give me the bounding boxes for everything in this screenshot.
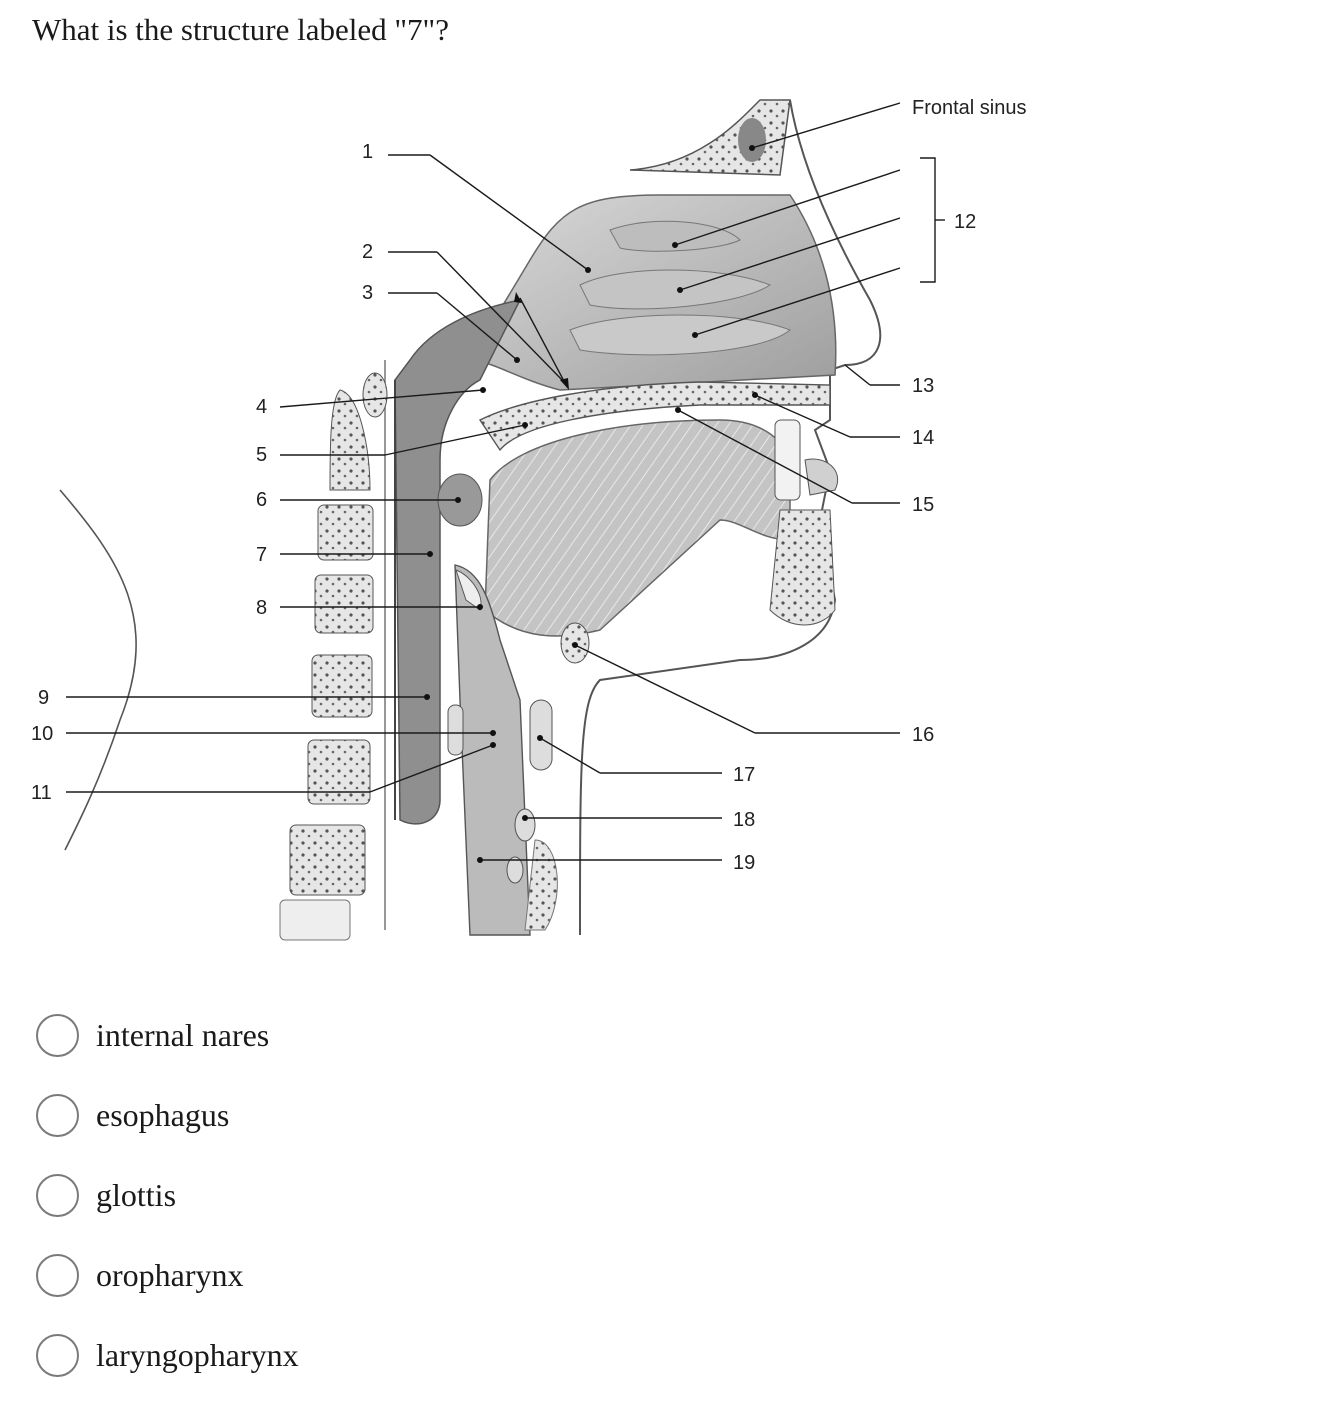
radio-button[interactable]	[36, 1254, 79, 1297]
option-oropharynx[interactable]: oropharynx	[36, 1252, 299, 1299]
option-laryngopharynx[interactable]: laryngopharynx	[36, 1332, 299, 1379]
label-3: 3	[362, 282, 373, 304]
radio-button[interactable]	[36, 1014, 79, 1057]
label-4: 4	[256, 396, 267, 418]
option-label: laryngopharynx	[96, 1337, 299, 1373]
head-outline	[59, 489, 137, 851]
answer-options: internal nares esophagus glottis orophar…	[36, 1012, 299, 1412]
option-glottis[interactable]: glottis	[36, 1172, 299, 1219]
label-11: 11	[31, 782, 52, 804]
lower-lip	[804, 458, 839, 496]
thyroid-cartilage	[529, 699, 553, 771]
label-15: 15	[912, 494, 934, 516]
tongue	[484, 419, 791, 637]
vertebra-c6	[289, 824, 366, 896]
frontal-sinus-cavity	[738, 118, 766, 162]
arytenoid	[447, 704, 464, 756]
inferior-concha	[569, 314, 791, 356]
anatomy-diagram: Frontal sinus 12 1 2 3 4 5 6 7 8 9 10 11…	[0, 80, 1100, 950]
label-7: 7	[256, 544, 267, 566]
mandible	[769, 509, 836, 626]
atlas-arch	[362, 372, 388, 418]
label-14: 14	[912, 427, 934, 449]
upper-tooth	[774, 419, 801, 501]
radio-button[interactable]	[36, 1174, 79, 1217]
vertebra-dens	[329, 389, 371, 491]
vertebra-c3	[314, 574, 374, 634]
label-1: 1	[362, 141, 373, 163]
option-internal-nares[interactable]: internal nares	[36, 1012, 299, 1059]
thyroid-gland	[524, 839, 558, 931]
tracheal-cartilage	[506, 856, 524, 884]
label-5: 5	[256, 444, 267, 466]
cricoid-cartilage	[514, 808, 536, 842]
label-9: 9	[38, 687, 49, 709]
frontal-bone	[629, 99, 791, 176]
label-10: 10	[31, 723, 53, 745]
option-esophagus[interactable]: esophagus	[36, 1092, 299, 1139]
radio-button[interactable]	[36, 1334, 79, 1377]
vertebra-c4	[311, 654, 373, 718]
label-13: 13	[912, 375, 934, 397]
option-label: glottis	[96, 1177, 177, 1213]
label-6: 6	[256, 489, 267, 511]
label-18: 18	[733, 809, 755, 831]
label-2: 2	[362, 241, 373, 263]
label-16: 16	[912, 724, 934, 746]
vertebra-c7	[279, 899, 351, 941]
sagittal-head-neck-illustration: Frontal sinus 12 1 2 3 4 5 6 7 8 9 10 11…	[31, 97, 1027, 941]
option-label: esophagus	[96, 1097, 230, 1133]
label-12: 12	[954, 211, 976, 233]
radio-button[interactable]	[36, 1094, 79, 1137]
label-19: 19	[733, 852, 755, 874]
pharynx-column	[394, 298, 522, 825]
vertebra-c5	[307, 739, 371, 805]
label-frontal-sinus: Frontal sinus	[912, 97, 1027, 119]
option-label: internal nares	[96, 1017, 270, 1053]
label-17: 17	[733, 764, 755, 786]
question-text: What is the structure labeled "7"?	[32, 12, 449, 47]
vertebra-c2	[317, 504, 374, 561]
palate	[478, 381, 831, 452]
middle-concha	[579, 269, 772, 310]
option-label: oropharynx	[96, 1257, 244, 1293]
label-8: 8	[256, 597, 267, 619]
larynx	[454, 564, 531, 936]
superior-concha	[609, 220, 741, 252]
